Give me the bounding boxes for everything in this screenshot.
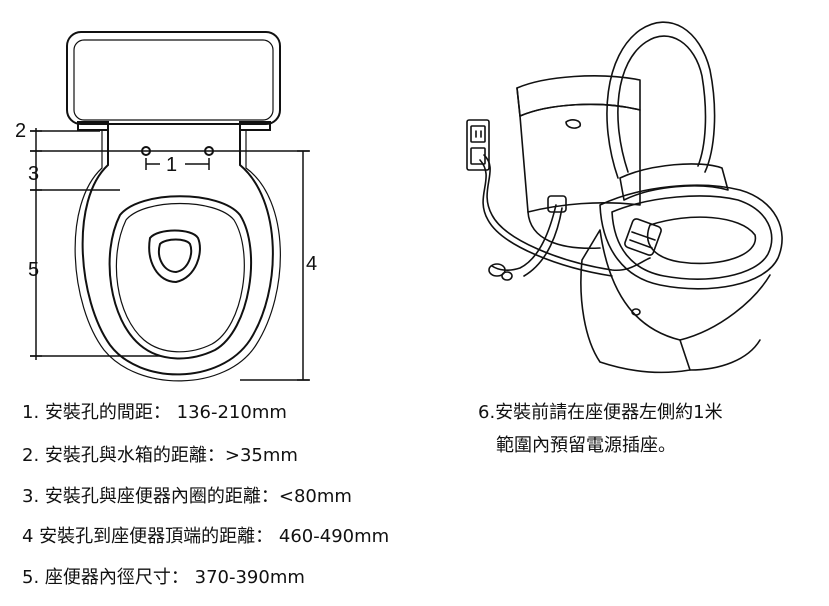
water-hose	[491, 204, 557, 271]
dim-label-4: 4	[306, 253, 317, 275]
side-note-line-2: 範圍內預留電源插座。	[496, 435, 676, 456]
raised-lid	[606, 21, 716, 179]
power-cord	[483, 154, 651, 272]
bowl-inner-outline	[108, 195, 252, 360]
bidet-seat	[599, 163, 783, 290]
wall-outlet	[466, 119, 490, 171]
dim-label-2: 2	[15, 120, 26, 142]
note-1: 1. 安裝孔的間距： 136-210mm	[22, 402, 287, 423]
note-4: 4 安裝孔到座便器頂端的距離： 460-490mm	[22, 526, 390, 547]
note-2: 2. 安裝孔與水箱的距離：>35mm	[22, 445, 298, 466]
dim-label-3: 3	[28, 163, 39, 185]
note-5: 5. 座便器內徑尺寸： 370-390mm	[22, 567, 305, 588]
toilet-top-view-diagram: 1 2 3 4 5	[15, 31, 317, 382]
seat-outer-outline	[81, 130, 274, 376]
tank-outline	[66, 31, 281, 125]
toilet-perspective-illustration	[466, 21, 783, 374]
side-note-line-1: 6.安裝前請在座便器左側約1米	[478, 402, 723, 423]
dim-label-5: 5	[28, 259, 39, 281]
note-3: 3. 安裝孔與座便器內圈的距離：<80mm	[22, 486, 352, 507]
toilet-bowl	[580, 229, 771, 374]
tank	[516, 75, 641, 250]
drain-outline	[148, 229, 201, 284]
dim-label-1: 1	[166, 154, 177, 176]
